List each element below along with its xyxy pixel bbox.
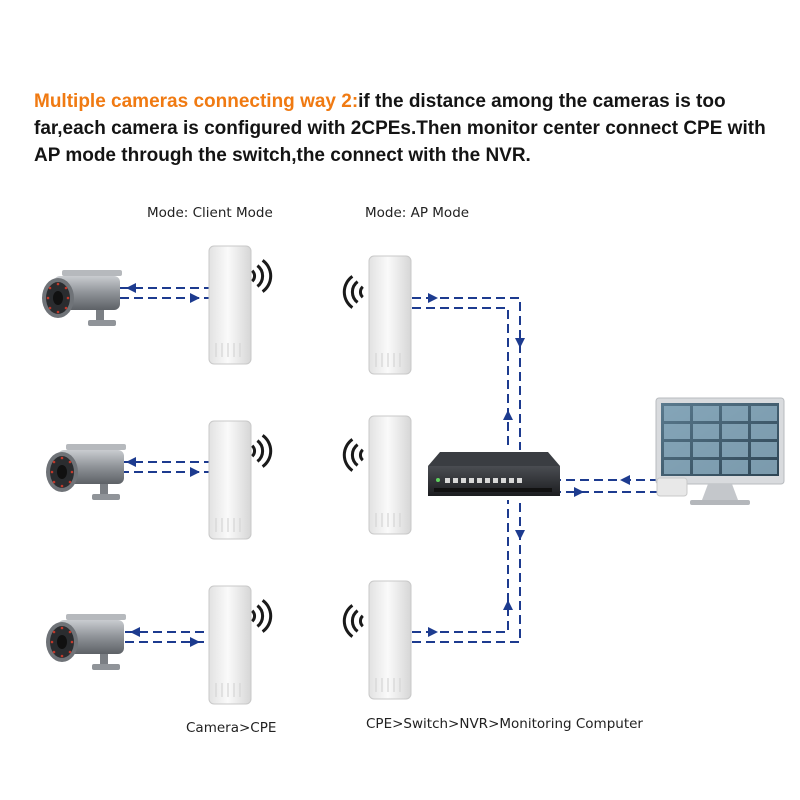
heading-body: if the distance among the cameras is too… bbox=[34, 91, 766, 166]
arrow-from-camera-2 bbox=[190, 467, 200, 477]
wifi-signal-icon bbox=[250, 598, 273, 634]
wifi-signal-icon bbox=[342, 274, 365, 310]
heading-highlight: Multiple cameras connecting way 2: bbox=[34, 91, 359, 112]
arrow-ap-1-down bbox=[515, 338, 525, 348]
arrow-ap-3-up bbox=[503, 600, 513, 610]
arrow-to-camera-3 bbox=[130, 627, 140, 637]
flow-arrows bbox=[126, 283, 630, 647]
arrow-from-monitor bbox=[620, 475, 630, 485]
label-client-mode: Mode: Client Mode bbox=[147, 205, 273, 221]
label-chain: CPE>Switch>NVR>Monitoring Computer bbox=[366, 716, 643, 732]
arrow-from-camera-3 bbox=[190, 637, 200, 647]
outdoor-cpe-icon bbox=[368, 415, 412, 535]
wifi-signal-icon bbox=[250, 433, 273, 469]
network-switch-icon bbox=[428, 452, 560, 496]
link-ap-3-inner bbox=[412, 500, 509, 633]
security-camera-icon bbox=[46, 614, 126, 670]
outdoor-cpe-icon bbox=[208, 585, 252, 705]
arrow-ap-1-up bbox=[503, 410, 513, 420]
arrow-from-camera-1 bbox=[190, 293, 200, 303]
wifi-signal-icon bbox=[342, 603, 365, 639]
link-ap-3-outer bbox=[412, 500, 521, 643]
label-camera-cpe: Camera>CPE bbox=[186, 720, 277, 736]
outdoor-cpe-icon bbox=[208, 420, 252, 540]
arrow-to-monitor bbox=[574, 487, 584, 497]
monitoring-computer-icon bbox=[655, 397, 785, 505]
arrow-ap-1-right bbox=[428, 293, 438, 303]
security-camera-icon bbox=[46, 444, 126, 500]
outdoor-cpe-icon bbox=[368, 580, 412, 700]
wifi-signal-icon bbox=[342, 437, 365, 473]
security-camera-icon bbox=[42, 270, 122, 326]
heading: Multiple cameras connecting way 2:if the… bbox=[34, 88, 784, 169]
arrow-ap-3-right bbox=[428, 627, 438, 637]
outdoor-cpe-icon bbox=[368, 255, 412, 375]
label-ap-mode: Mode: AP Mode bbox=[365, 205, 470, 221]
link-ap-1-outer bbox=[412, 297, 521, 450]
arrow-ap-3-down bbox=[515, 530, 525, 540]
link-ap-1-inner bbox=[412, 307, 509, 450]
wifi-signal-icon bbox=[250, 258, 273, 294]
outdoor-cpe-icon bbox=[208, 245, 252, 365]
arrow-to-camera-1 bbox=[126, 283, 136, 293]
arrow-to-camera-2 bbox=[126, 457, 136, 467]
